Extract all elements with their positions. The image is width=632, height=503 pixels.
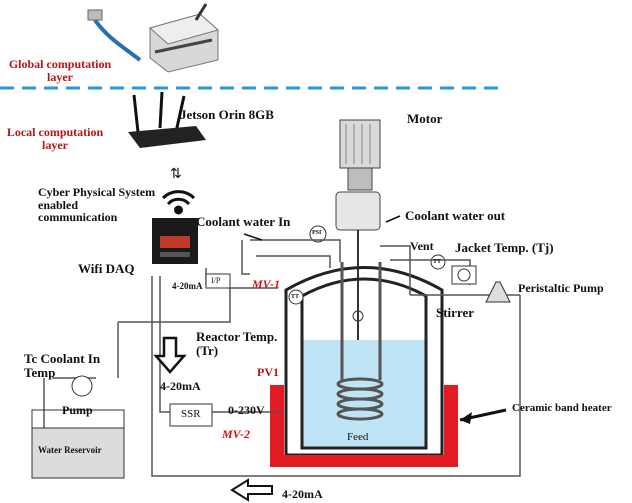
tc-coolant-label: Tc Coolant In Temp bbox=[24, 351, 101, 380]
cooling-coil bbox=[336, 262, 384, 421]
stirrer-icon bbox=[352, 310, 364, 322]
peristaltic-pump-icon bbox=[451, 265, 511, 303]
ceramic-heater-label: Ceramic band heater bbox=[512, 402, 612, 414]
peristaltic-pump-label: Peristaltic Pump bbox=[518, 281, 604, 295]
local-layer-label: Local computation layer bbox=[6, 125, 104, 152]
voltage-label: 0-230V bbox=[228, 403, 265, 417]
mv2-label: MV-2 bbox=[222, 427, 251, 441]
ethernet-cable-icon bbox=[87, 9, 142, 62]
cps-label: Cyber Physical System enabled communicat… bbox=[38, 185, 156, 225]
tt-jacket-label: TT bbox=[433, 259, 442, 265]
ssr-label: SSR bbox=[181, 408, 201, 420]
coolant-out-pointer bbox=[385, 215, 401, 223]
ma-left-label: 4-20mA bbox=[160, 379, 201, 393]
coolant-in-label: Coolant water In bbox=[196, 214, 291, 229]
down-arrow-icon bbox=[153, 336, 187, 374]
feed-label: Feed bbox=[347, 431, 369, 443]
jacket-temp-sensor-icon bbox=[430, 254, 446, 270]
pump-label: Pump bbox=[62, 403, 93, 417]
feed-area bbox=[340, 428, 378, 444]
jetson-router-icon bbox=[128, 91, 206, 148]
mv1-label: MV-1 bbox=[252, 277, 281, 291]
water-reservoir-tank bbox=[31, 409, 125, 479]
vent-label: Vent bbox=[410, 239, 434, 253]
heater-pointer-head bbox=[460, 412, 472, 424]
water-reservoir-label: Water Reservoir bbox=[38, 445, 102, 455]
global-layer-label: Global computation layer bbox=[8, 57, 112, 84]
motor-icon bbox=[335, 119, 381, 420]
reactor-temp-label: Reactor Temp. (Tr) bbox=[196, 329, 278, 358]
gateway-device-icon bbox=[148, 3, 220, 73]
wifi-icon bbox=[161, 190, 196, 215]
pump-icon bbox=[71, 375, 93, 397]
wifi-daq-device bbox=[152, 218, 198, 264]
reactor-temp-sensor-icon bbox=[288, 289, 304, 305]
coolant-in-pointer bbox=[243, 233, 263, 241]
ip-label: I/P bbox=[211, 276, 221, 285]
tt-reactor-label: TT bbox=[291, 294, 300, 300]
ip-converter-box bbox=[205, 273, 231, 289]
wifi-daq-label: Wifi DAQ bbox=[78, 261, 135, 276]
psi-label: PSI bbox=[312, 230, 322, 236]
coolant-out-label: Coolant water out bbox=[405, 208, 506, 223]
sync-arrows-icon: ⇅ bbox=[170, 166, 182, 182]
pressure-sensor-icon bbox=[309, 225, 327, 243]
left-arrow-icon bbox=[230, 478, 273, 502]
stirrer-label: Stirrer bbox=[436, 305, 475, 320]
ssr-box bbox=[169, 403, 213, 427]
motor-label: Motor bbox=[407, 111, 443, 126]
pv1-label: PV1 bbox=[257, 365, 279, 379]
jetson-label: Jetson Orin 8GB bbox=[180, 107, 274, 122]
ma-small-label: 4-20mA bbox=[172, 281, 203, 291]
jacket-temp-label: Jacket Temp. (Tj) bbox=[455, 240, 554, 255]
ceramic-heater-band bbox=[270, 385, 458, 467]
reactor-liquid bbox=[302, 340, 426, 448]
ma-bottom-label: 4-20mA bbox=[282, 487, 323, 501]
